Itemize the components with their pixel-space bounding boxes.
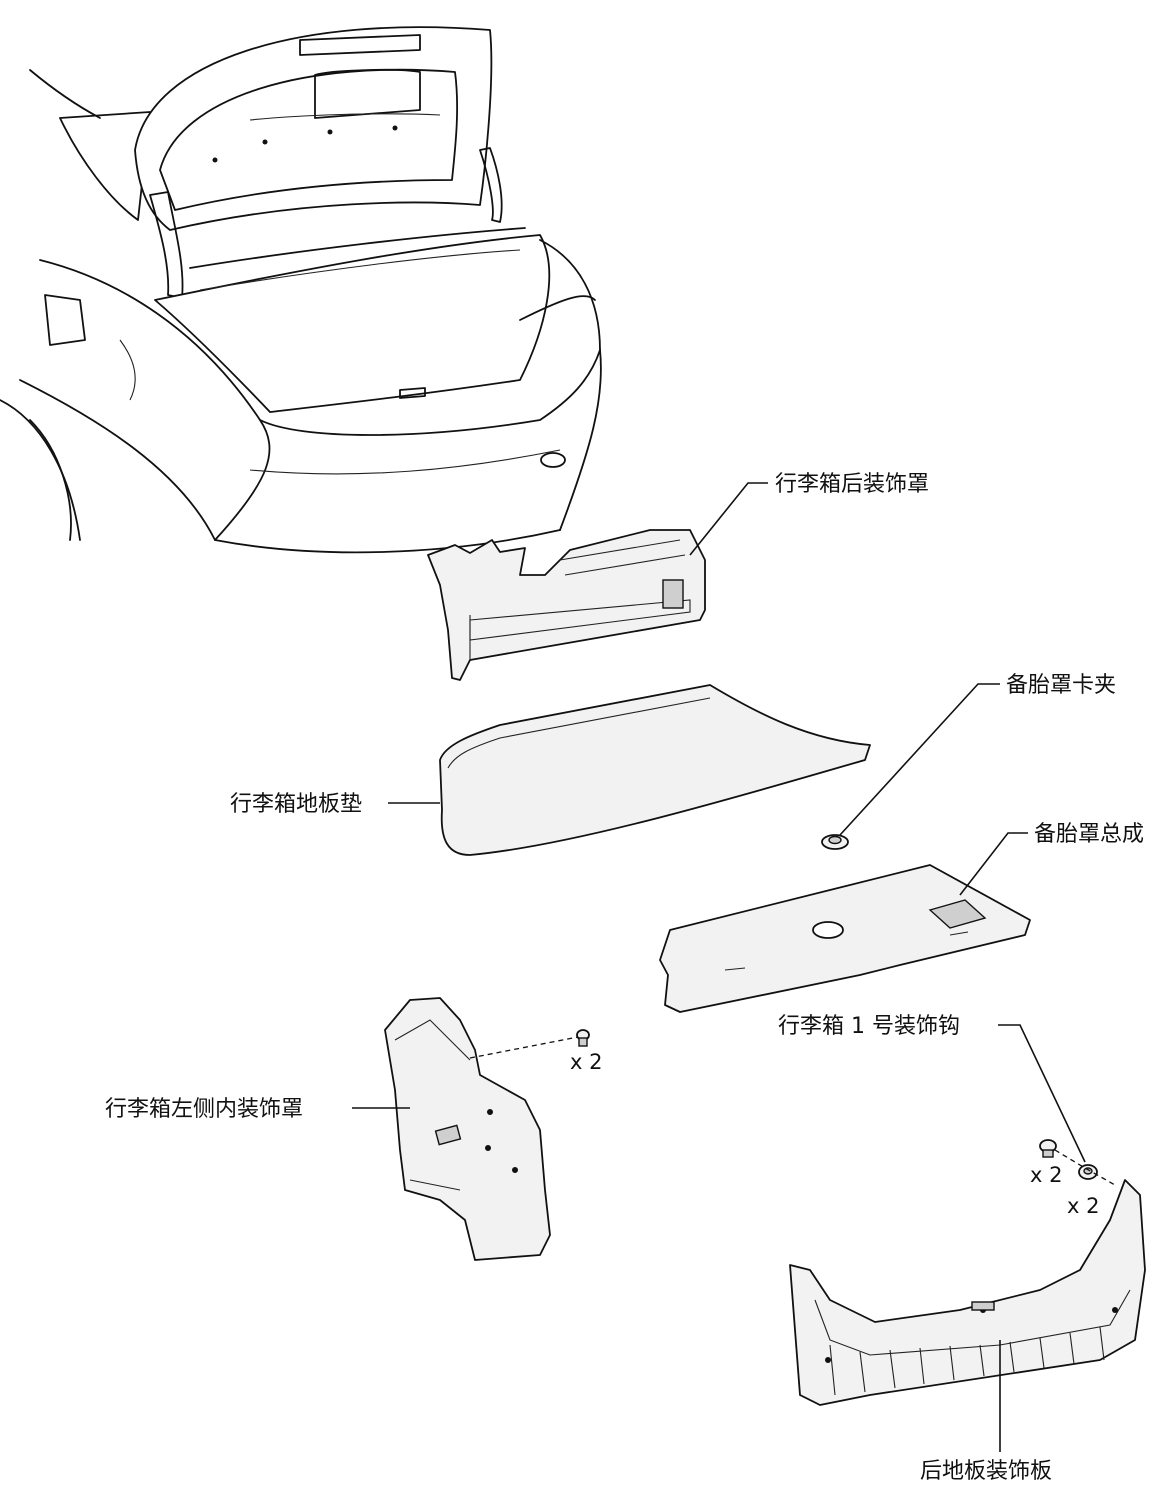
label-spare-tire-cover-assy: 备胎罩总成 [1034,822,1144,847]
left-trim-clip-part [576,1029,590,1047]
label-trunk-floor-mat: 行李箱地板垫 [230,792,362,817]
car-rear-body [0,26,602,554]
label-rear-floor-finish-plate: 后地板装饰板 [920,1459,1052,1484]
spare-tire-cover-assy-part [659,864,1031,1013]
rear-floor-finish-plate-part [789,1179,1146,1406]
rear-clip-dashed-line [1054,1149,1116,1186]
leader-rear-trim-cover [689,482,768,556]
label-trunk-no1-trim-hook: 行李箱 1 号装饰钩 [778,1014,960,1039]
qty-left-trim-clips: x 2 [570,1050,602,1074]
label-spare-tire-cover-clip: 备胎罩卡夹 [1006,673,1116,698]
spare-tire-cover-clip-part [821,834,849,850]
leader-spare-cover [959,832,1028,896]
trim-hook-part [1078,1164,1098,1180]
qty-trim-hooks: x 2 [1067,1194,1099,1218]
qty-rear-plate-clips: x 2 [1030,1163,1062,1187]
leader-trim-hook [998,1024,1086,1163]
trunk-floor-mat-part [439,684,871,856]
left-clip-dashed-line [469,1036,579,1059]
trunk-rear-trim-cover-part [427,529,706,681]
label-trunk-left-side-trim-cover: 行李箱左侧内装饰罩 [105,1097,303,1122]
label-trunk-rear-trim-cover: 行李箱后装饰罩 [775,472,929,497]
trunk-left-side-trim-cover-part [384,997,551,1261]
rear-plate-clip-part [1039,1139,1057,1158]
leader-spare-clip [839,683,1000,836]
